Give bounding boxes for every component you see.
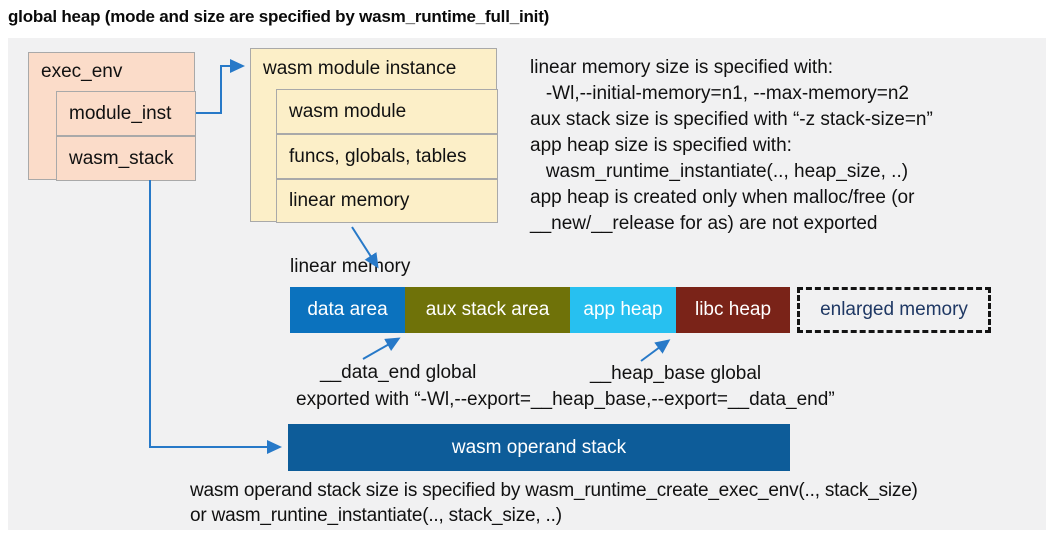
linear-memory-cell-box: linear memory — [276, 179, 498, 223]
wasm-module-instance-box: wasm module instance wasm module funcs, … — [250, 48, 498, 223]
note-line: app heap size is specified with: — [530, 135, 792, 156]
data-end-global-label: __data_end global — [320, 362, 477, 383]
exec-env-header: exec_env — [41, 61, 123, 82]
module-inst-box: module_inst — [56, 91, 196, 136]
wasm-module-box: wasm module — [276, 89, 498, 134]
note-line: -Wl,--initial-memory=n1, --max-memory=n2 — [530, 83, 909, 104]
funcs-globals-tables-box: funcs, globals, tables — [276, 134, 498, 179]
wasm-operand-stack-bar: wasm operand stack — [288, 424, 790, 471]
exported-with-label: exported with “-Wl,--export=__heap_base,… — [296, 389, 835, 410]
note-line: aux stack size is specified with “-z sta… — [530, 109, 933, 130]
note-line: wasm operand stack size is specified by … — [190, 480, 918, 501]
segment-app-heap: app heap — [570, 287, 676, 333]
wasm-module-instance-header: wasm module instance — [263, 58, 457, 79]
segment-enlarged-memory: enlarged memory — [797, 287, 991, 333]
heap-base-global-label: __heap_base global — [590, 363, 762, 384]
exec-env-box: exec_env module_inst wasm_stack — [28, 52, 196, 181]
note-line: wasm_runtime_instantiate(.., heap_size, … — [530, 161, 909, 182]
note-line: __new/__release for as) are not exported — [530, 213, 878, 234]
note-line: or wasm_runtine_instantiate(.., stack_si… — [190, 505, 562, 526]
linear-memory-notes: linear memory size is specified with: -W… — [530, 55, 933, 237]
segment-libc-heap: libc heap — [676, 287, 790, 333]
note-line: linear memory size is specified with: — [530, 57, 834, 78]
diagram-title: global heap (mode and size are specified… — [8, 7, 550, 26]
segment-data-area: data area — [290, 287, 405, 333]
note-line: app heap is created only when malloc/fre… — [530, 187, 915, 208]
operand-stack-notes: wasm operand stack size is specified by … — [190, 478, 918, 528]
wasm-stack-box: wasm_stack — [56, 136, 196, 181]
segment-aux-stack-area: aux stack area — [405, 287, 570, 333]
linear-memory-label: linear memory — [290, 256, 411, 277]
